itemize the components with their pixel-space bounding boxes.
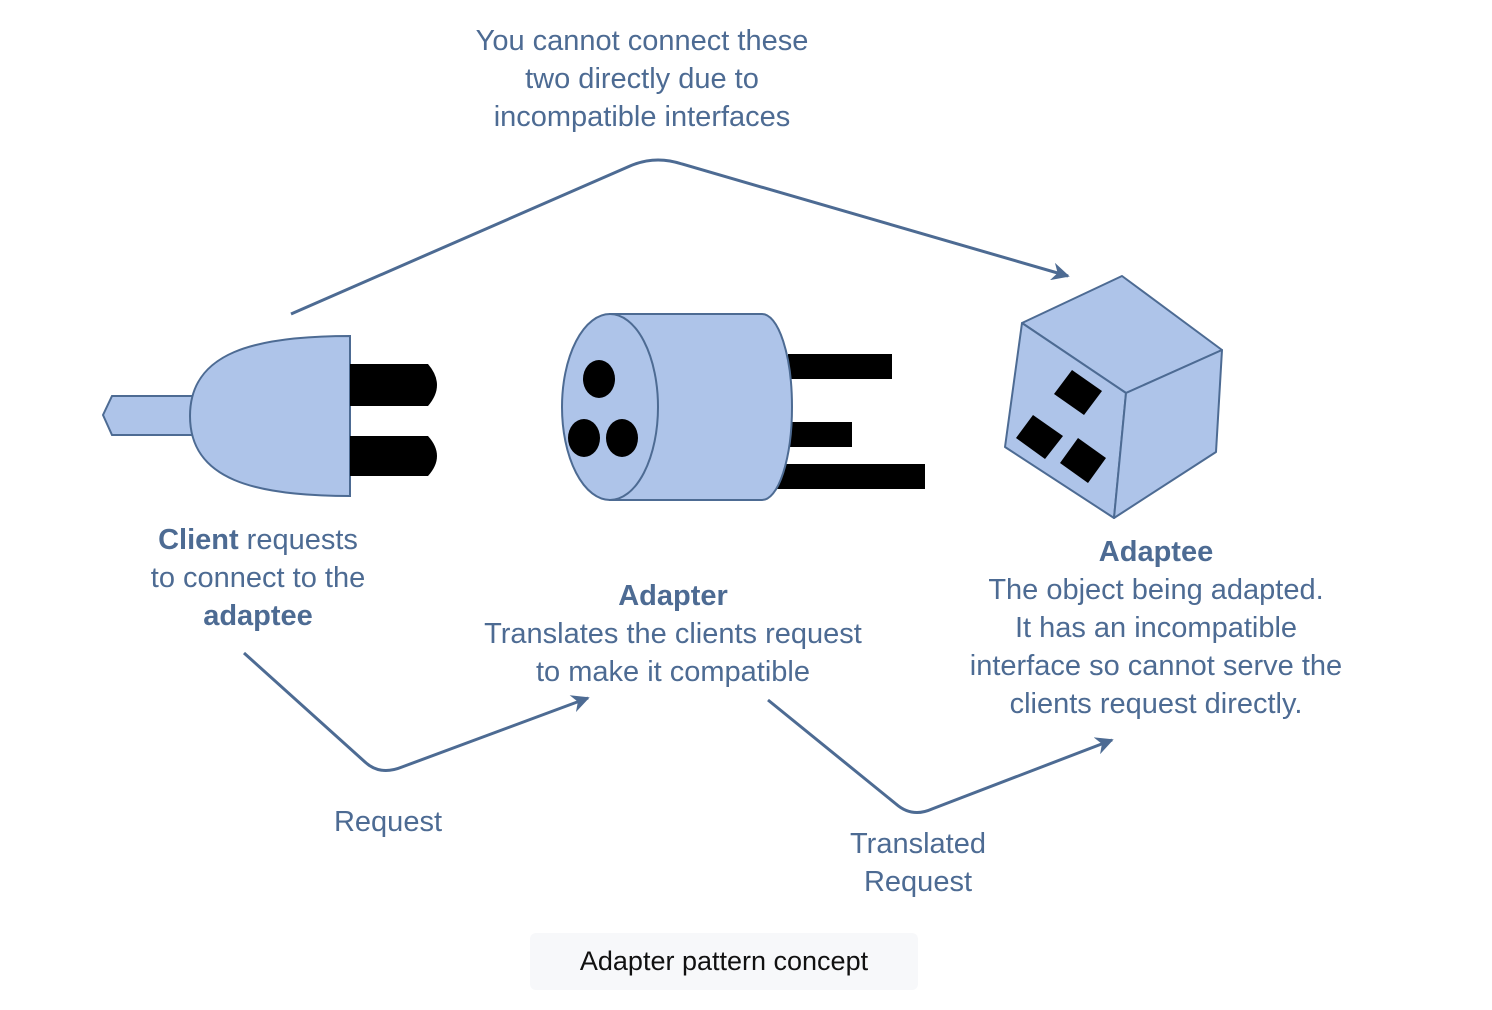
plug-cord [101, 395, 195, 436]
adapter-title: Adapter [618, 580, 728, 612]
adapter-desc-line-1: Translates the clients request [484, 618, 862, 650]
request-label: Request [300, 803, 476, 841]
incompatible-note-line-2: two directly due to [525, 63, 759, 95]
plug-body [188, 334, 351, 498]
client-adaptee-word: adaptee [203, 600, 313, 632]
cube-socket-3 [1060, 438, 1106, 483]
translated-request-line-1: Translated [850, 828, 986, 860]
cube-side [1113, 349, 1223, 519]
adaptee-desc-line-2: It has an incompatible [1014, 612, 1298, 644]
incompatible-note-line-1: You cannot connect these [475, 25, 809, 57]
adapter-icon [561, 313, 925, 501]
client-text-2: to connect to the [150, 562, 366, 594]
adapter-pin-2 [788, 422, 852, 447]
adapter-body [609, 313, 793, 501]
adapter-face [561, 313, 659, 501]
client-label: Client requests to connect to the adapte… [104, 521, 412, 635]
cube-socket-1 [1054, 370, 1102, 415]
plug-prong-top [350, 364, 437, 406]
figure-caption-text: Adapter pattern concept [579, 946, 869, 976]
figure-caption: Adapter pattern concept [530, 933, 918, 990]
adapter-pin-3 [774, 464, 925, 489]
incompatible-note-line-3: incompatible interfaces [493, 101, 791, 133]
client-text-1: requests [238, 524, 358, 556]
adapter-label: Adapter Translates the clients request t… [443, 577, 903, 691]
translated-request-line-2: Request [863, 866, 972, 898]
adaptee-desc-line-1: The object being adapted. [988, 574, 1324, 606]
adapter-pin-1 [788, 354, 892, 379]
adaptee-title: Adaptee [1098, 536, 1214, 568]
adaptee-desc-line-4: clients request directly. [1009, 688, 1303, 720]
incompatible-note: You cannot connect these two directly du… [392, 22, 892, 136]
adapter-socket-2 [568, 419, 600, 457]
adapter-socket-1 [583, 360, 615, 398]
adapter-desc-line-2: to make it compatible [535, 656, 810, 688]
cube-socket-2 [1016, 415, 1063, 459]
adaptee-desc-line-3: interface so cannot serve the [969, 650, 1343, 682]
adapter-socket-3 [606, 419, 638, 457]
adaptee-cube-icon [1004, 275, 1223, 519]
adaptee-label: Adaptee The object being adapted. It has… [936, 533, 1376, 723]
incompatible-arrow [290, 158, 1070, 316]
plug-prong-bottom [350, 436, 437, 476]
request-arrow [242, 651, 590, 773]
client-title: Client [158, 524, 239, 556]
request-label-text: Request [333, 806, 442, 838]
plug-icon [101, 334, 437, 498]
translated-request-label: Translated Request [818, 825, 1018, 901]
translated-request-arrow [767, 698, 1114, 815]
